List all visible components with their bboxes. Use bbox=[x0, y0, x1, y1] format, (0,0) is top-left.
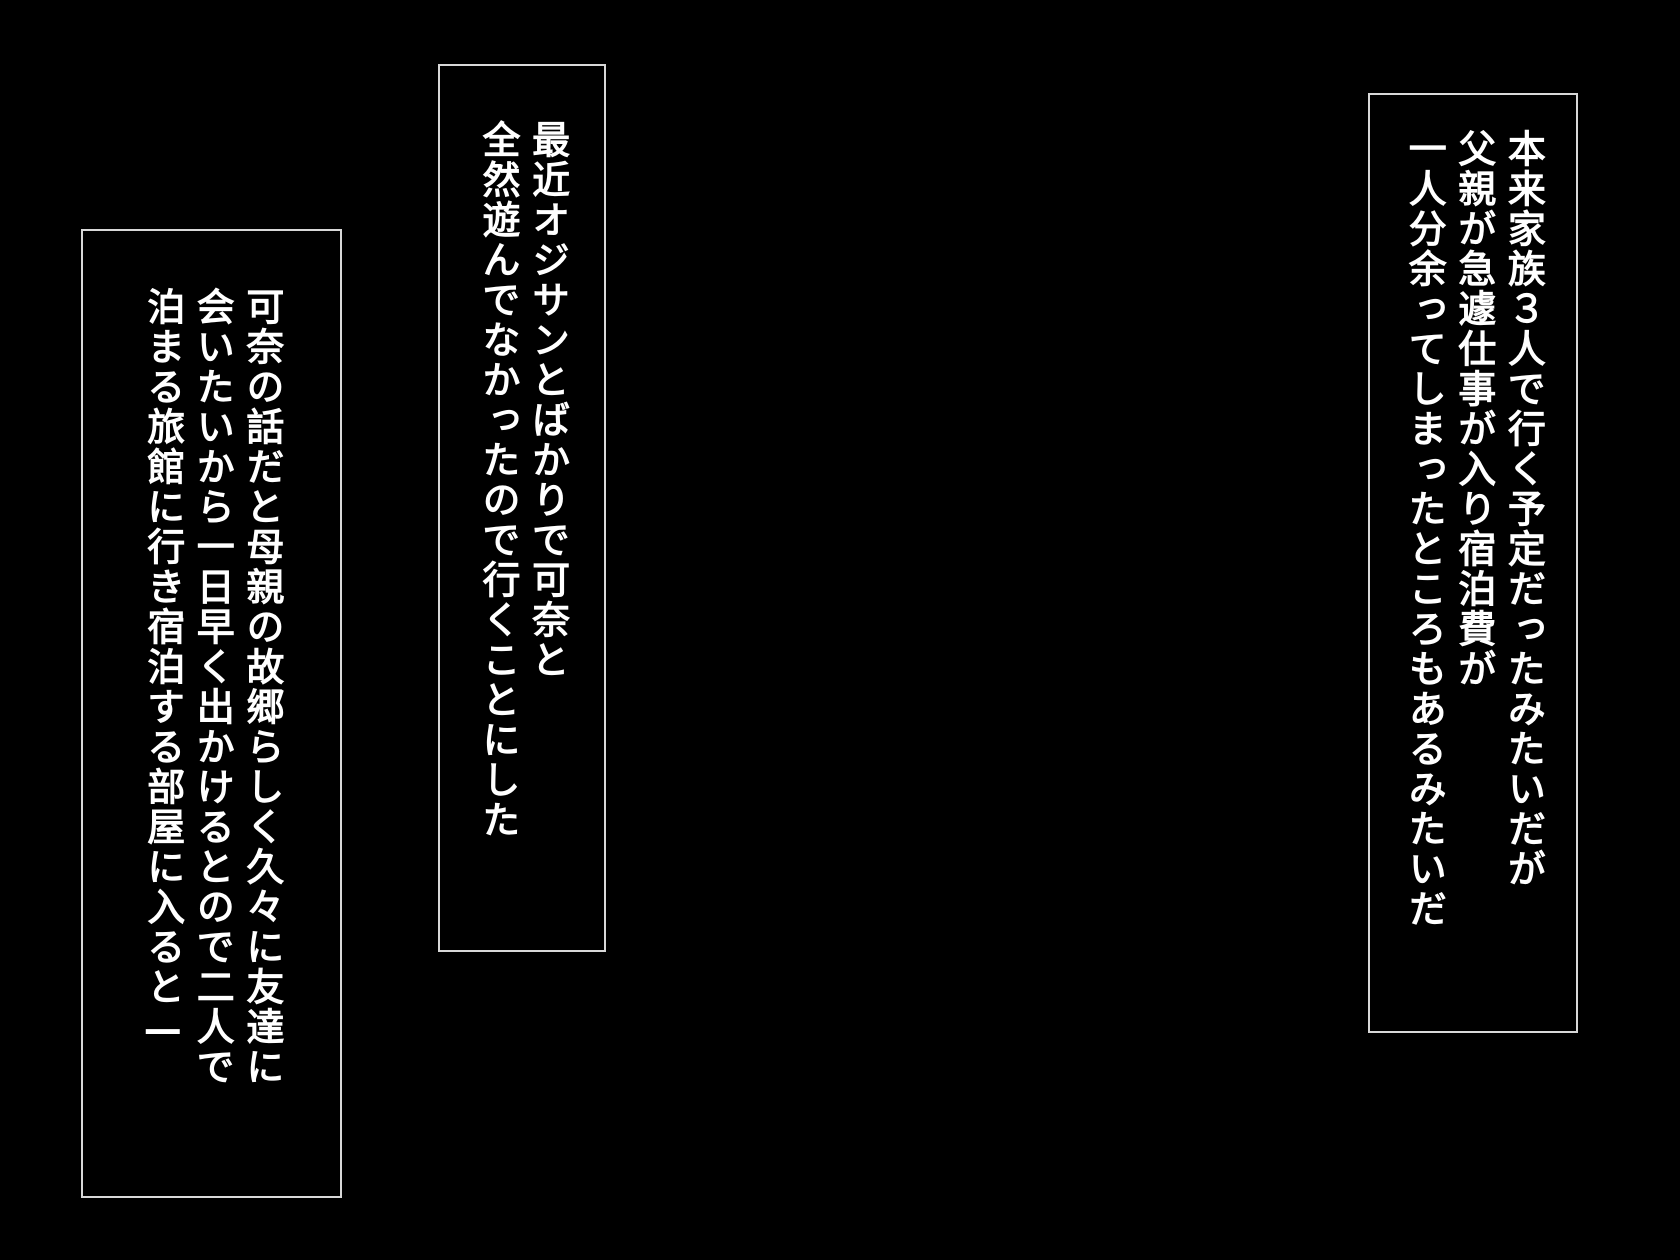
narration-box-middle: 最近オジサンとばかりで可奈と 全然遊んでなかったので行くことにした bbox=[438, 64, 606, 952]
narration-line: 最近オジサンとばかりで可奈と bbox=[525, 120, 570, 680]
narration-box-right: 本来家族３人で行く予定だったみたいだが 父親が急遽仕事が入り宿泊費が 一人分余っ… bbox=[1368, 93, 1578, 1033]
narration-line: 父親が急遽仕事が入り宿泊費が bbox=[1451, 129, 1496, 689]
narration-line: 全然遊んでなかったので行くことにした bbox=[476, 120, 520, 840]
narration-line: 泊まる旅館に行き宿泊する部屋に入ると— bbox=[140, 287, 185, 1053]
narration-line: 会いたいから一日早く出かけるとので二人で bbox=[190, 287, 235, 1087]
narration-box-left: 可奈の話だと母親の故郷らしく久々に友達に 会いたいから一日早く出かけるとので二人… bbox=[81, 229, 342, 1198]
narration-line: 本来家族３人で行く予定だったみたいだが bbox=[1501, 129, 1546, 889]
narration-line: 一人分余ってしまったところもあるみたいだ bbox=[1402, 129, 1447, 929]
narration-line: 可奈の話だと母親の故郷らしく久々に友達に bbox=[239, 287, 284, 1087]
